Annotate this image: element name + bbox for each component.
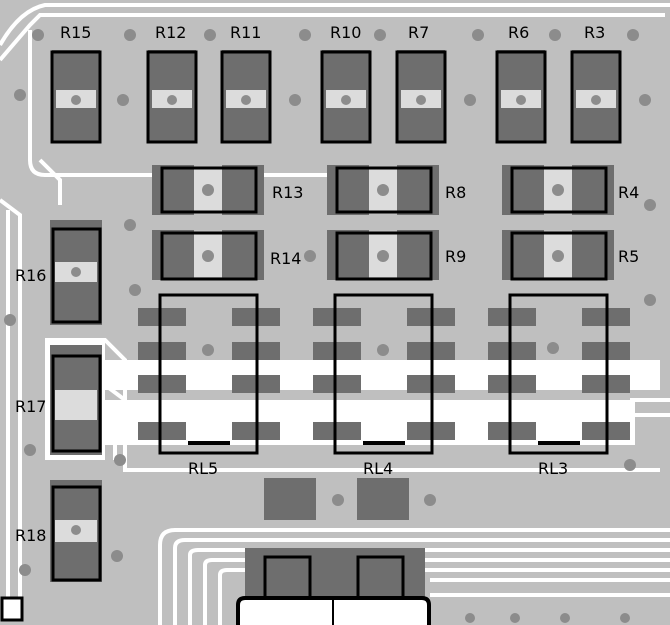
label-r16: R16	[15, 266, 46, 285]
pour-band-lower	[100, 400, 635, 445]
connector-body	[236, 596, 431, 625]
resistor-r3	[570, 50, 622, 144]
trace-left-branch	[38, 158, 62, 205]
pour-band-upper	[100, 360, 660, 390]
trace-left-vertical-outer	[0, 198, 22, 600]
silk-horizontal	[160, 166, 608, 281]
label-r12: R12	[155, 23, 186, 42]
reference-designators: R15 R12 R11 R10 R7 R6 R3 R13 R8 R4 R14 R…	[15, 23, 639, 545]
trace-left-upper	[28, 30, 330, 177]
pad-bottom-left	[264, 478, 316, 520]
resistor-r9	[335, 231, 433, 281]
label-r18: R18	[15, 526, 46, 545]
pad-bottom-right	[357, 478, 409, 520]
trace-bottom-5	[218, 568, 670, 625]
resistor-r17	[51, 354, 102, 453]
resistor-r5	[510, 231, 608, 281]
label-r7: R7	[408, 23, 429, 42]
label-r9: R9	[445, 247, 466, 266]
label-r15: R15	[60, 23, 91, 42]
label-r4: R4	[618, 183, 639, 202]
label-r5: R5	[618, 247, 639, 266]
edge-component	[0, 596, 24, 622]
label-rl3: RL3	[538, 459, 568, 478]
resistor-r16	[51, 227, 102, 324]
resistor-r15	[50, 50, 102, 144]
label-r8: R8	[445, 183, 466, 202]
trace-bottom-1	[158, 528, 670, 625]
trace-top-inner	[0, 13, 665, 62]
label-r3: R3	[584, 23, 605, 42]
resistor-r6	[495, 50, 547, 144]
resistor-r7	[395, 50, 447, 144]
resistor-r11	[220, 50, 272, 144]
label-r14: R14	[270, 249, 301, 268]
resistor-r8	[335, 166, 433, 214]
silk-top-row	[50, 50, 622, 144]
label-r13: R13	[272, 183, 303, 202]
resistor-r4	[510, 166, 608, 214]
silk-left	[51, 227, 102, 582]
relay-pads	[138, 308, 630, 440]
resistor-r14	[160, 231, 258, 281]
label-r11: R11	[230, 23, 261, 42]
trace-bottom-4	[203, 558, 670, 625]
label-rl5: RL5	[188, 459, 218, 478]
label-r6: R6	[508, 23, 529, 42]
relay-rl3	[508, 293, 609, 455]
relay-outlines	[158, 293, 609, 455]
trace-top-edge	[0, 2, 670, 46]
resistor-r13	[160, 166, 258, 214]
vias	[4, 29, 656, 623]
trace-bottom-2	[173, 538, 670, 625]
resistor-r10	[320, 50, 372, 144]
label-r17: R17	[15, 397, 46, 416]
label-r10: R10	[330, 23, 361, 42]
relay-rl5	[158, 293, 259, 455]
label-rl4: RL4	[363, 459, 393, 478]
resistor-r18	[51, 485, 102, 582]
trace-bottom-3	[188, 548, 670, 625]
resistor-r12	[146, 50, 198, 144]
relay-rl4	[333, 293, 434, 455]
